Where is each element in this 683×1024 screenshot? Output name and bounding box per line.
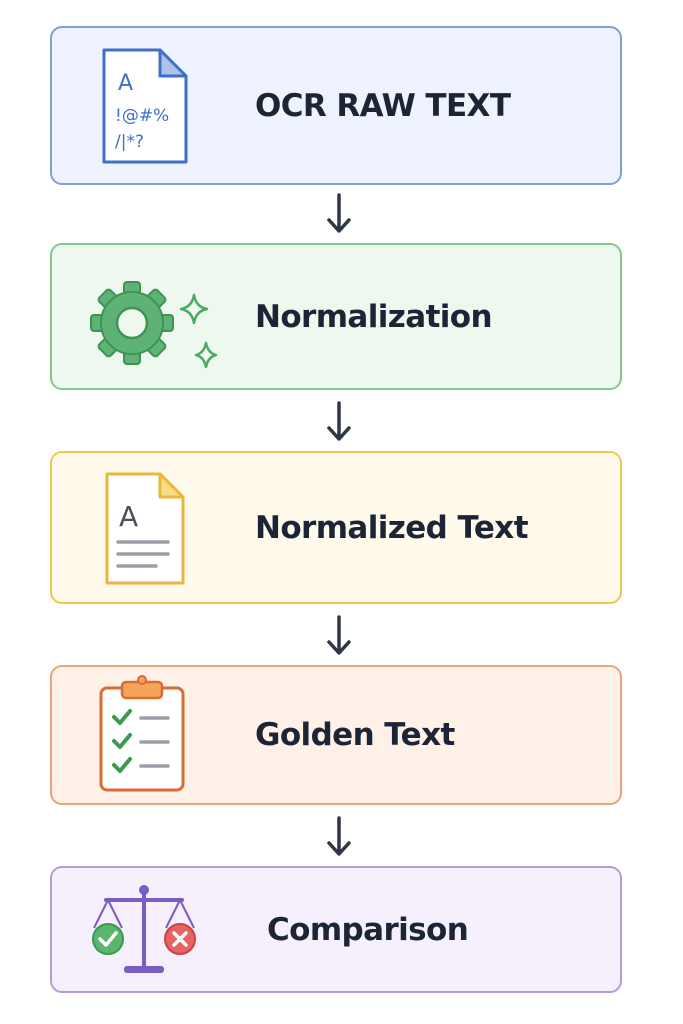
step-label: Comparison (267, 911, 469, 948)
step-normalization: Normalization (50, 243, 622, 390)
step-golden-text: Golden Text (50, 665, 622, 805)
step-label: OCR RAW TEXT (255, 87, 511, 124)
step-ocr-raw-text: A !@#% /|*? OCR RAW TEXT (50, 26, 622, 185)
gear-sparkle-icon (90, 281, 218, 369)
arrow-down-icon (327, 401, 351, 441)
raw-icon-letter: A (118, 71, 133, 96)
step-label: Golden Text (255, 717, 455, 753)
arrow-down-icon (327, 816, 351, 856)
raw-icon-symbols-1: !@#% (115, 106, 169, 126)
raw-text-document-icon: A !@#% /|*? (102, 48, 188, 164)
document-icon: A (105, 472, 185, 585)
balance-scale-icon (92, 885, 196, 973)
step-label: Normalization (255, 298, 493, 335)
step-normalized-text: A Normalized Text (50, 451, 622, 604)
step-comparison: Comparison (50, 866, 622, 993)
step-label: Normalized Text (255, 509, 529, 546)
arrow-down-icon (327, 193, 351, 233)
doc-icon-letter: A (119, 500, 138, 533)
clipboard-checklist-icon (99, 675, 185, 792)
raw-icon-symbols-2: /|*? (115, 132, 144, 152)
arrow-down-icon (327, 615, 351, 655)
